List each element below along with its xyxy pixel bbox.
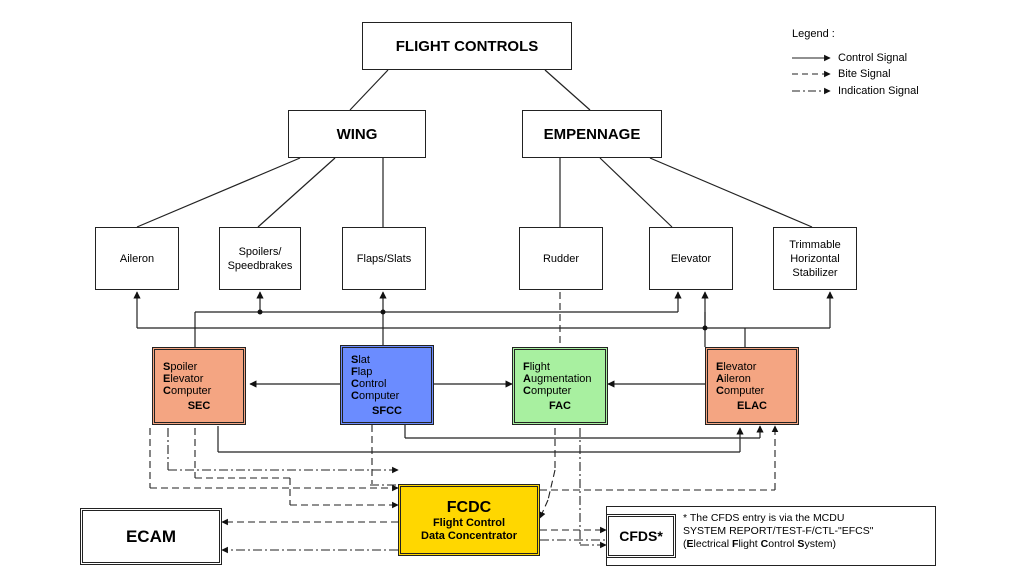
ecam-box: ECAM (80, 508, 222, 565)
sec-line-0: Spoiler (163, 360, 198, 373)
legend-title: Legend : (792, 28, 835, 40)
legend-control-signal: Control Signal (838, 52, 908, 64)
aileron-box: Aileron (95, 227, 179, 290)
ths-box: Trimmable Horizontal Stabilizer (773, 227, 857, 290)
fcdc-abbr: FCDC (446, 498, 492, 516)
sec-line-1: Elevator (163, 372, 204, 385)
elevator-label: Elevator (670, 252, 712, 265)
aileron-label: Aileron (119, 252, 155, 265)
flight-controls-box: FLIGHT CONTROLS (362, 22, 572, 70)
cfds-box: CFDS* (606, 514, 676, 558)
flaps-slats-label: Flaps/Slats (356, 252, 412, 265)
legend: Legend : Control Signal Bite Signal Indi… (792, 28, 972, 103)
legend-bite-signal: Bite Signal (838, 68, 891, 80)
legend-lines (792, 54, 831, 95)
cfds-note-line1: * The CFDS entry is via the MCDU (683, 512, 845, 524)
cfds-note-line3: (Electrical Flight Control System) (683, 538, 836, 550)
fac-abbr: FAC (549, 399, 571, 412)
elac-line-1: Aileron (716, 372, 751, 385)
fcdc-line1: Flight Control (432, 516, 506, 529)
fcdc-line2: Data Concentrator (421, 529, 517, 542)
rudder-box: Rudder (519, 227, 603, 290)
sec-abbr: SEC (187, 399, 211, 412)
sfcc-line-1: Flap (351, 365, 373, 378)
sfcc-line-2: Control (351, 377, 387, 390)
sfcc-abbr: SFCC (372, 404, 402, 417)
cfds-label: CFDS* (619, 528, 663, 544)
ths-label: Trimmable Horizontal Stabilizer (789, 238, 841, 279)
spoilers-label: Spoilers/ Speedbrakes (227, 245, 293, 272)
fac-line-1: Augmentation (523, 372, 592, 385)
fcdc-box: FCDC Flight Control Data Concentrator (398, 484, 540, 556)
fac-line-2: Computer (523, 384, 572, 397)
sec-line-2: Computer (163, 384, 212, 397)
sfcc-line-3: Computer (351, 389, 400, 402)
elac-line-0: Elevator (716, 360, 757, 373)
rudder-label: Rudder (542, 252, 580, 265)
wing-label: WING (336, 125, 378, 143)
elac-abbr: ELAC (737, 399, 767, 412)
fac-line-0: Flight (523, 360, 550, 373)
flaps-slats-box: Flaps/Slats (342, 227, 426, 290)
spoilers-box: Spoilers/ Speedbrakes (219, 227, 301, 290)
empennage-label: EMPENNAGE (543, 125, 641, 143)
flight-controls-label: FLIGHT CONTROLS (395, 37, 539, 55)
elac-line-2: Computer (716, 384, 765, 397)
wing-box: WING (288, 110, 426, 158)
cfds-note-line2: SYSTEM REPORT/TEST-F/CTL-"EFCS" (683, 525, 874, 537)
sfcc-line-0: Slat (351, 353, 370, 366)
ecam-label: ECAM (125, 526, 177, 546)
legend-indication-signal: Indication Signal (838, 85, 919, 97)
elevator-box: Elevator (649, 227, 733, 290)
empennage-box: EMPENNAGE (522, 110, 662, 158)
